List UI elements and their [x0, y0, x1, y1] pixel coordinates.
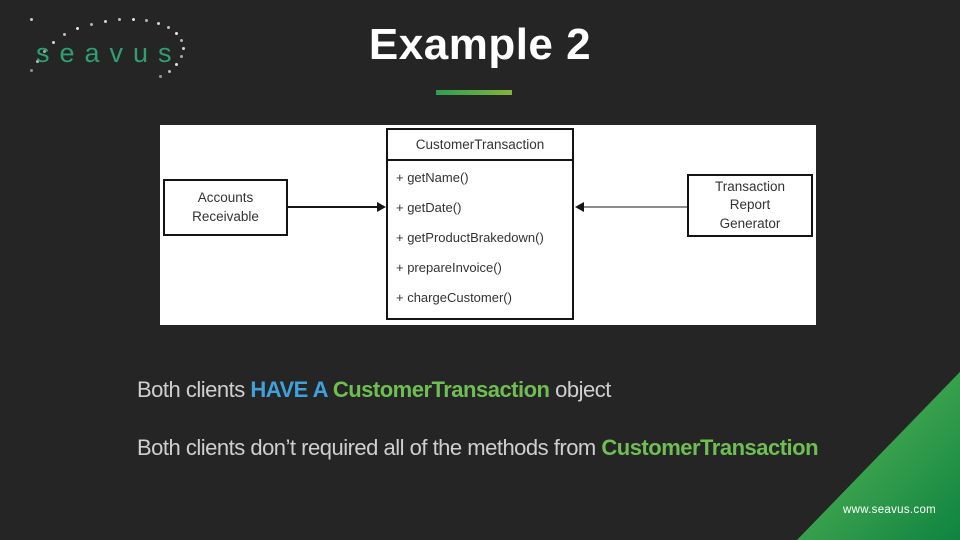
footer-url: www.seavus.com	[843, 504, 937, 516]
uml-method: + getProductBrakedown()	[396, 230, 544, 245]
client-label: Accounts Receivable	[192, 190, 259, 224]
arrow-accounts-to-class-icon	[287, 202, 386, 212]
line1-prefix: Both clients	[137, 377, 251, 402]
uml-class-customer-transaction: CustomerTransaction + getName() + getDat…	[386, 128, 574, 320]
uml-method: + getName()	[396, 170, 469, 185]
bullet-line-2: Both clients don’t required all of the m…	[137, 435, 819, 461]
uml-diagram-canvas: Accounts Receivable CustomerTransaction …	[160, 125, 816, 325]
line1-highlight-green: CustomerTransaction	[332, 377, 550, 402]
line1-highlight-blue: HAVE A	[250, 377, 333, 402]
client-box-transaction-report-generator: Transaction Report Generator	[687, 174, 813, 237]
uml-method-list: + getName() + getDate() + getProductBrak…	[388, 161, 572, 313]
bullet-line-1: Both clients HAVE A CustomerTransaction …	[137, 377, 611, 403]
seavus-logo: seavus	[24, 14, 194, 84]
uml-class-name: CustomerTransaction	[388, 130, 572, 161]
uml-method: + getDate()	[396, 200, 462, 215]
line2-highlight-green: CustomerTransaction	[601, 435, 819, 460]
uml-method: + prepareInvoice()	[396, 260, 502, 275]
line1-suffix: object	[549, 377, 611, 402]
uml-method: + chargeCustomer()	[396, 290, 512, 305]
client-box-accounts-receivable: Accounts Receivable	[163, 179, 288, 236]
logo-dots-arc-icon	[30, 18, 33, 21]
logo-text: seavus	[36, 38, 182, 68]
page-title: Example 2	[368, 20, 592, 69]
title-underline	[436, 90, 512, 95]
line2-prefix: Both clients don’t required all of the m…	[137, 435, 602, 460]
arrow-generator-to-class-icon	[575, 202, 687, 212]
client-label: Transaction Report Generator	[714, 179, 786, 231]
